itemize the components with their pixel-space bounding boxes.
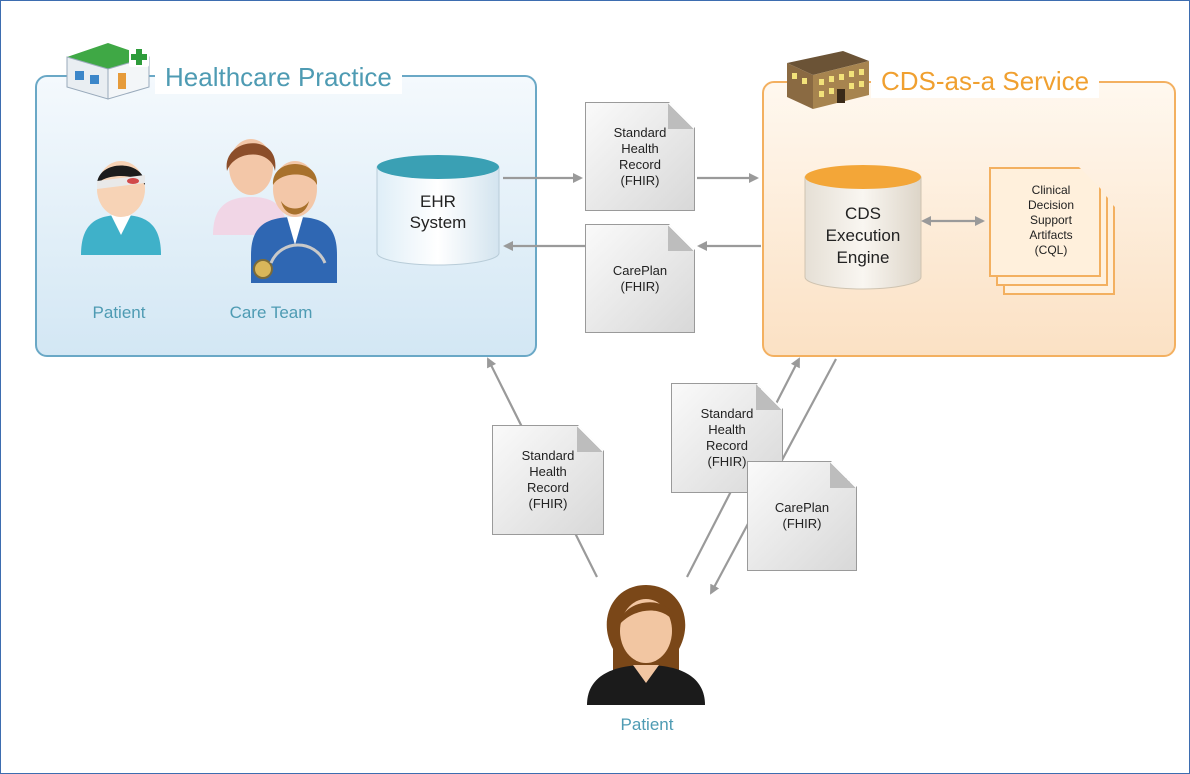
document-label: CarePlan (FHIR) — [774, 500, 830, 531]
care-team-label: Care Team — [229, 303, 313, 322]
care-team-icon — [211, 127, 341, 285]
document-careplan-bottom: CarePlan (FHIR) — [747, 461, 857, 571]
patient-person-icon — [73, 151, 169, 261]
cds-engine-label: CDS Execution Engine — [825, 204, 901, 267]
document-label: Standard Health Record (FHIR) — [521, 448, 575, 511]
office-building-icon — [783, 49, 871, 111]
woman-patient-icon — [583, 579, 709, 705]
cds-artifacts-label: Clinical Decision Support Artifacts (CQL… — [1027, 183, 1075, 257]
document-standard-health-record-right: Standard Health Record (FHIR) — [671, 383, 783, 493]
document-label: Standard Health Record (FHIR) — [613, 124, 667, 188]
patient-label: Patient — [92, 303, 146, 322]
document-standard-health-record-left: Standard Health Record (FHIR) — [492, 425, 604, 535]
ehr-system-label: EHR System — [409, 192, 467, 232]
document-label: Standard Health Record (FHIR) — [700, 406, 754, 469]
bottom-patient-label: Patient — [620, 715, 674, 734]
artifact-sheet — [989, 167, 1101, 277]
clinic-building-icon — [63, 39, 153, 101]
cds-artifacts-stack: Clinical Decision Support Artifacts (CQL… — [989, 167, 1115, 295]
cds-service-title: CDS-as-a Service — [871, 64, 1100, 98]
document-careplan-top: CarePlan (FHIR) — [585, 224, 695, 333]
document-standard-health-record-top: Standard Health Record (FHIR) — [585, 102, 695, 211]
document-label: CarePlan (FHIR) — [612, 262, 668, 294]
healthcare-practice-title: Healthcare Practice — [155, 60, 402, 94]
cds-engine-database — [803, 163, 923, 291]
ehr-system-database — [375, 153, 501, 267]
